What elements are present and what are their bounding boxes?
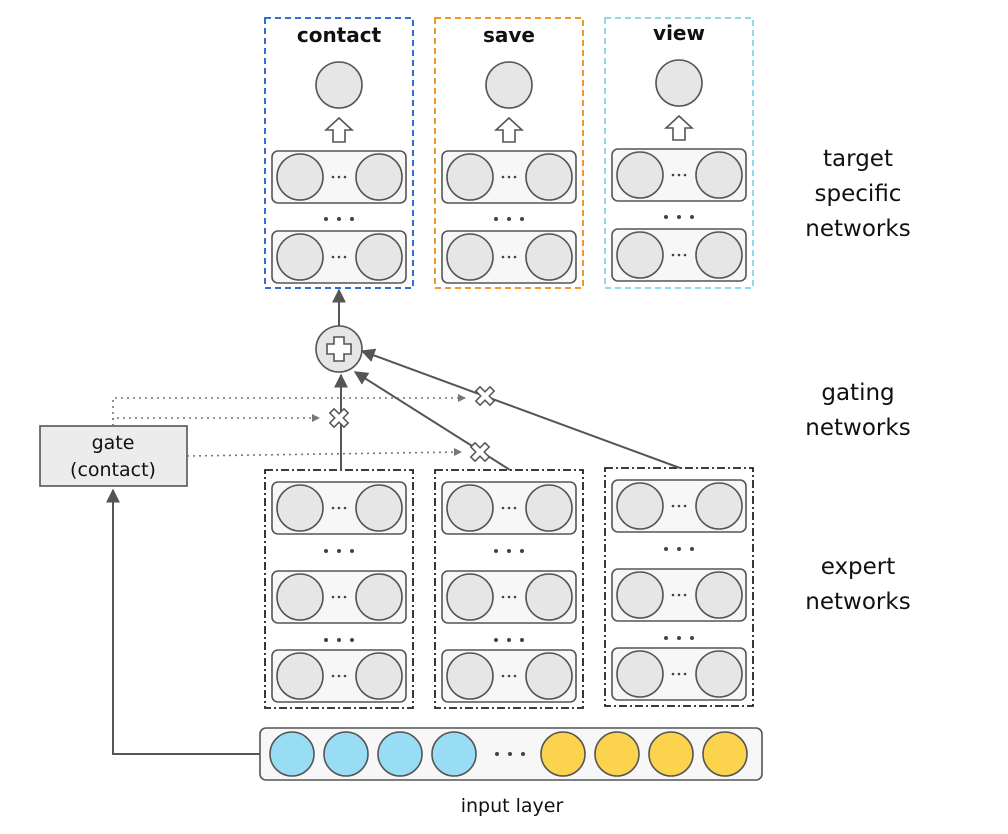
gate-box: gate (contact) (39, 425, 188, 487)
target-box-contact (264, 17, 414, 289)
up-arrow-icon (663, 114, 695, 141)
gate-weight-line-expert1 (112, 417, 318, 426)
target-layer (611, 228, 747, 282)
input-node-blue (269, 731, 315, 777)
dotted-arrowhead (454, 448, 462, 456)
expert-layer (271, 570, 407, 624)
sum-node (315, 325, 363, 373)
expert-network-2 (434, 469, 584, 709)
expert-layer (271, 649, 407, 703)
ellipsis-icon (495, 752, 525, 756)
label-expert-networks: expert networks (805, 554, 910, 615)
svg-text:gating: gating (821, 380, 894, 406)
dotted-arrowhead (312, 414, 320, 422)
ellipsis-icon (324, 549, 354, 553)
svg-text:networks: networks (805, 216, 910, 242)
input-node-blue (323, 731, 369, 777)
ellipsis-icon (494, 638, 524, 642)
target-network-contact (271, 61, 407, 284)
label-gating-networks: gating networks (805, 380, 910, 441)
target-title-view: view (653, 21, 705, 45)
ellipsis-icon (494, 217, 524, 221)
svg-text:networks: networks (805, 415, 910, 441)
target-layer (271, 230, 407, 284)
ellipsis-icon (324, 638, 354, 642)
ellipsis-icon (324, 217, 354, 221)
target-title-contact: contact (297, 23, 382, 47)
output-node (315, 61, 363, 109)
plus-icon (326, 336, 352, 362)
up-arrow-icon (323, 116, 355, 143)
ellipsis-icon (494, 549, 524, 553)
label-target-specific-networks: target specific networks (805, 146, 910, 242)
ellipsis-icon (664, 547, 694, 551)
gate-weight-line-expert3 (112, 397, 466, 426)
expert-layer (611, 647, 747, 701)
gate-label-line2: (contact) (70, 459, 156, 481)
output-node (485, 61, 533, 109)
target-layer (441, 230, 577, 284)
dotted-arrowhead (458, 394, 466, 402)
input-node-yellow (594, 731, 640, 777)
multiply-icon (469, 441, 491, 463)
ellipsis-icon (664, 215, 694, 219)
target-network-save (441, 61, 577, 284)
expert-network-3 (604, 467, 754, 707)
expert-layer (441, 570, 577, 624)
svg-text:expert: expert (821, 554, 896, 580)
expert-layer (441, 481, 577, 535)
expert-network-1 (264, 469, 414, 709)
target-box-view (604, 17, 754, 289)
expert-layer (611, 568, 747, 622)
input-layer-label: input layer (461, 795, 564, 817)
svg-text:specific: specific (815, 181, 902, 207)
expert3-to-sum-arrow (360, 348, 681, 469)
output-node (655, 59, 703, 107)
svg-text:target: target (823, 146, 893, 172)
multiply-icon (474, 385, 496, 407)
input-node-blue (431, 731, 477, 777)
input-layer (259, 727, 763, 781)
input-node-yellow (540, 731, 586, 777)
target-layer (271, 150, 407, 204)
input-node-blue (377, 731, 423, 777)
gate-label-line1: gate (92, 432, 135, 454)
svg-text:networks: networks (805, 589, 910, 615)
target-title-save: save (483, 23, 535, 47)
up-arrow-icon (493, 116, 525, 143)
ellipsis-icon (664, 636, 694, 640)
target-box-save (434, 17, 584, 289)
expert-layer (611, 479, 747, 533)
target-network-view (611, 59, 747, 282)
expert-layer (271, 481, 407, 535)
input-node-yellow (702, 731, 748, 777)
input-node-yellow (648, 731, 694, 777)
target-layer (441, 150, 577, 204)
input-to-gate-arrow (106, 488, 260, 755)
gate-weight-line-expert2 (186, 451, 463, 457)
expert-layer (441, 649, 577, 703)
target-layer (611, 148, 747, 202)
multiply-icon (328, 407, 350, 429)
